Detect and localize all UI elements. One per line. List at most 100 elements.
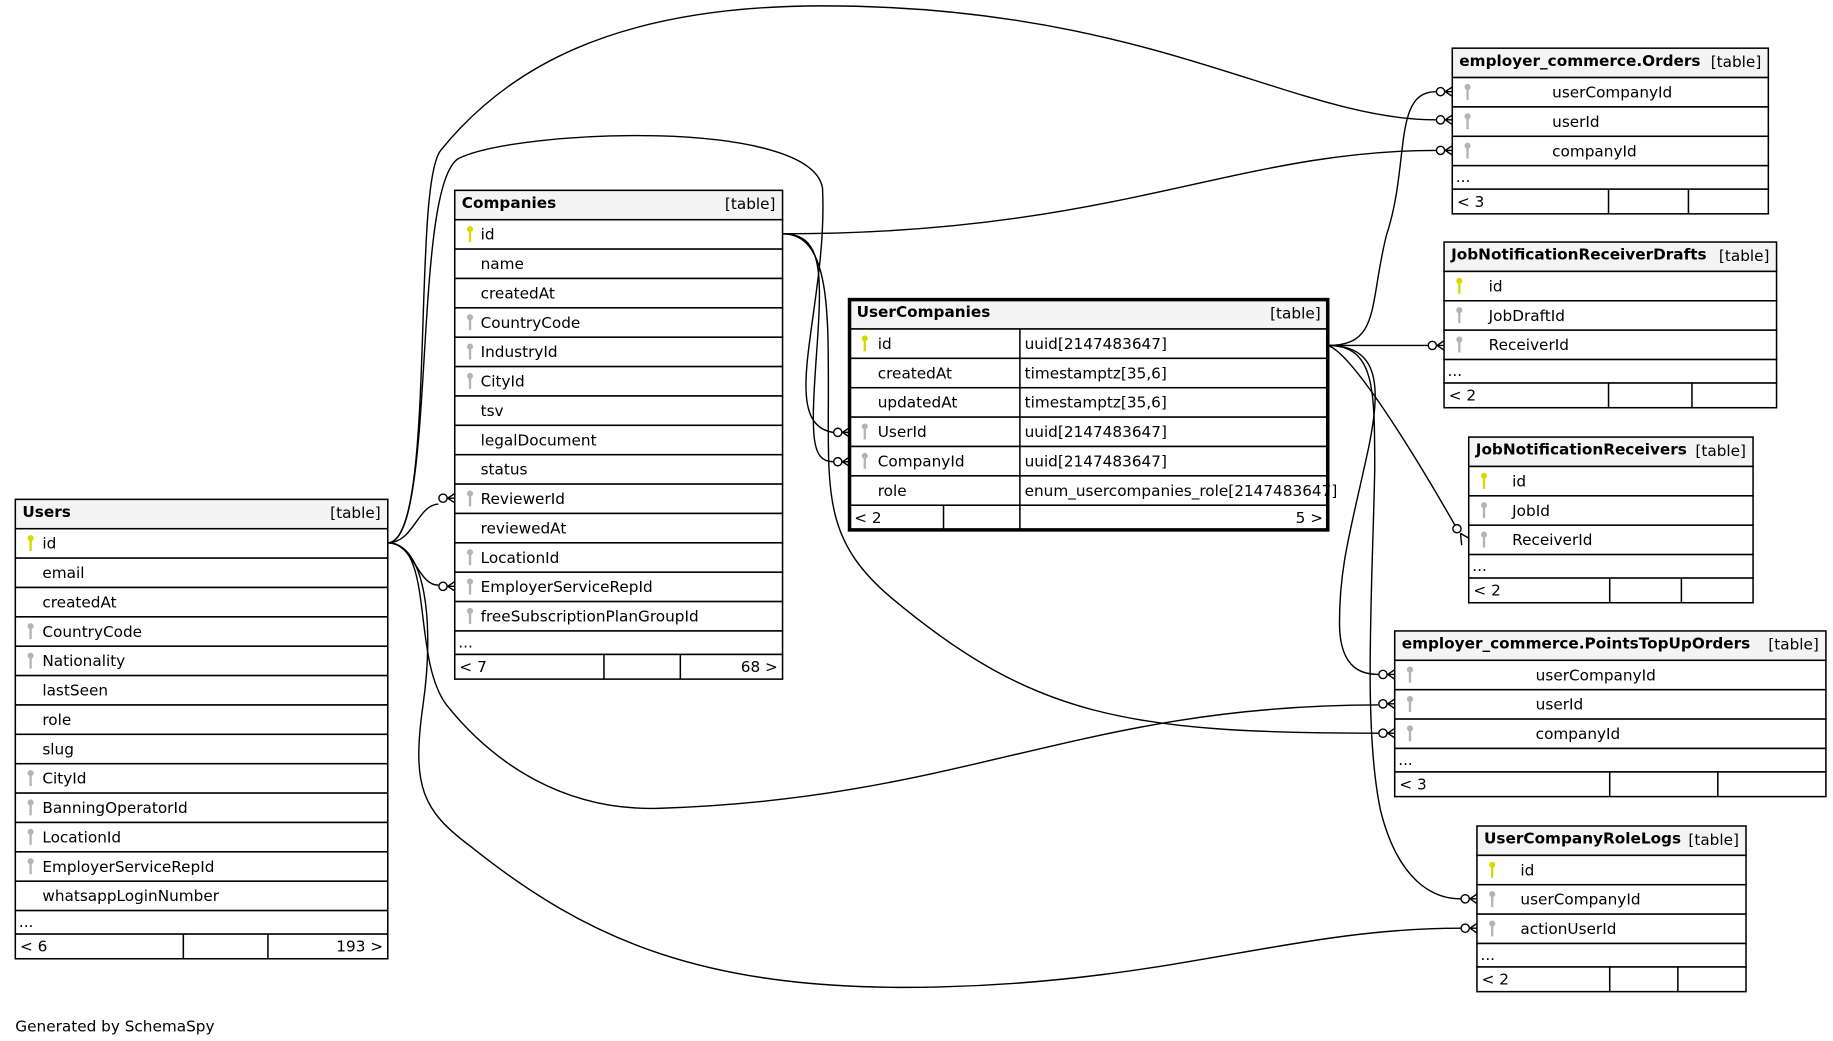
table-name[interactable]: JobNotificationReceiverDrafts — [1450, 246, 1707, 264]
parent-count[interactable]: < 2 — [854, 509, 881, 527]
column-row[interactable]: status — [453, 453, 784, 485]
column-row[interactable]: createdAt — [453, 277, 784, 309]
table-name[interactable]: JobNotificationReceivers — [1475, 441, 1687, 459]
table-footer — [1476, 966, 1747, 993]
column-row[interactable]: freeSubscriptionPlanGroupId — [453, 600, 784, 632]
column-row[interactable]: companyId — [1451, 135, 1770, 167]
table-name[interactable]: UserCompanyRoleLogs — [1484, 830, 1681, 848]
column-row[interactable]: name — [453, 248, 784, 280]
column-name: createdAt — [42, 593, 116, 611]
parent-count[interactable]: < 2 — [1473, 582, 1500, 600]
column-row[interactable]: IndustryId — [453, 336, 784, 368]
table-users[interactable]: Users[table]idemailcreatedAtCountryCodeN… — [14, 498, 389, 960]
column-row[interactable]: Nationality — [14, 645, 389, 677]
more-columns-row[interactable] — [14, 909, 389, 935]
column-row[interactable]: id — [453, 218, 784, 250]
parent-count[interactable]: < 2 — [1482, 971, 1509, 989]
column-row[interactable]: LocationId — [14, 821, 389, 853]
column-row[interactable]: legalDocument — [453, 424, 784, 456]
column-row[interactable]: id — [1467, 465, 1754, 497]
column-row[interactable]: JobId — [1467, 495, 1754, 526]
tables: Users[table]idemailcreatedAtCountryCodeN… — [14, 47, 1827, 993]
column-row[interactable]: id — [1443, 270, 1778, 302]
more-columns-ellipsis: ... — [458, 633, 473, 651]
column-row[interactable]: ReceiverId — [1467, 524, 1754, 556]
more-columns-row[interactable] — [1393, 747, 1827, 773]
column-row[interactable]: whatsappLoginNumber — [14, 880, 389, 912]
primary-key-icon — [1456, 277, 1463, 294]
parent-count[interactable]: < 6 — [20, 938, 47, 956]
optional-circle-icon — [1452, 523, 1462, 534]
column-row[interactable]: lastSeen — [14, 674, 389, 706]
column-row[interactable]: userCompanyId — [1393, 659, 1827, 691]
parent-count[interactable]: < 3 — [1457, 193, 1484, 211]
more-columns-row[interactable] — [1476, 942, 1747, 968]
column-row[interactable]: email — [14, 557, 389, 589]
more-columns-row[interactable] — [1451, 164, 1770, 190]
more-columns-row[interactable] — [1467, 553, 1754, 579]
child-count[interactable]: 68 > — [741, 658, 778, 676]
parent-count[interactable]: < 3 — [1399, 776, 1426, 794]
more-columns-row[interactable] — [453, 630, 784, 656]
column-row[interactable]: userId — [1393, 688, 1827, 720]
column-name: actionUserId — [1520, 920, 1616, 938]
column-row[interactable]: ReceiverId — [1443, 329, 1778, 361]
column-row[interactable]: id — [14, 527, 389, 559]
table-employer-commerce-orders[interactable]: employer_commerce.Orders[table]userCompa… — [1451, 47, 1770, 215]
table-name[interactable]: employer_commerce.Orders — [1459, 52, 1700, 70]
foreign-key-icon — [466, 343, 474, 360]
column-row[interactable]: userCompanyId — [1451, 76, 1770, 108]
column-row[interactable]: CityId — [453, 365, 784, 397]
column-row[interactable]: LocationId — [453, 542, 784, 573]
column-row[interactable]: CountryCode — [14, 616, 389, 647]
table-name[interactable]: Companies — [462, 194, 556, 212]
relationship-line — [782, 233, 1396, 739]
more-columns-ellipsis: ... — [1456, 168, 1471, 186]
column-row[interactable]: BanningOperatorId — [14, 792, 389, 824]
column-row[interactable]: actionUserId — [1476, 913, 1747, 945]
table-jobnotificationreceivers[interactable]: JobNotificationReceivers[table]idJobIdRe… — [1467, 436, 1754, 604]
column-row[interactable]: CountryCode — [453, 307, 784, 338]
column-row[interactable]: EmployerServiceRepId — [14, 851, 389, 882]
table-name[interactable]: UserCompanies — [857, 303, 991, 321]
table-usercompanyrolelogs[interactable]: UserCompanyRoleLogs[table]iduserCompanyI… — [1476, 825, 1747, 993]
column-row[interactable]: CityId — [14, 762, 389, 794]
parent-count[interactable]: < 2 — [1449, 387, 1476, 405]
table-employer-commerce-pointstopuporders[interactable]: employer_commerce.PointsTopUpOrders [tabl… — [1393, 630, 1827, 798]
more-columns-row[interactable] — [1443, 358, 1778, 384]
column-row[interactable]: reviewedAt — [453, 512, 784, 544]
column-row[interactable]: id — [1476, 854, 1747, 886]
table-jobnotificationreceiverdrafts[interactable]: JobNotificationReceiverDrafts[table]idJo… — [1443, 241, 1778, 409]
column-name: BanningOperatorId — [42, 799, 187, 817]
table-name[interactable]: employer_commerce.PointsTopUpOrders — [1402, 635, 1751, 653]
column-row[interactable]: userId — [1451, 106, 1770, 138]
column-row[interactable]: JobDraftId — [1443, 300, 1778, 331]
column-name: IndustryId — [481, 343, 558, 361]
foreign-key-icon — [466, 607, 474, 624]
child-count[interactable]: 193 > — [336, 938, 383, 956]
table-type-label: [table] — [1768, 636, 1819, 654]
column-row[interactable]: EmployerServiceRepId — [453, 571, 784, 603]
table-companies[interactable]: Companies[table]idnamecreatedAtCountryCo… — [453, 189, 784, 680]
child-count[interactable]: 5 > — [1296, 509, 1323, 527]
column-row[interactable]: slug — [14, 733, 389, 765]
column-row[interactable]: companyId — [1393, 718, 1827, 750]
column-row[interactable]: ReviewerId — [453, 483, 784, 515]
more-columns-ellipsis: ... — [1398, 751, 1413, 769]
table-name[interactable]: Users — [22, 503, 70, 521]
relationship-line — [782, 145, 1453, 235]
parent-count[interactable]: < 7 — [459, 658, 486, 676]
column-row[interactable]: userCompanyId — [1476, 883, 1747, 915]
foreign-key-icon — [1464, 142, 1471, 159]
column-row[interactable]: role — [14, 704, 389, 736]
column-row[interactable]: tsv — [453, 395, 784, 427]
column-row[interactable]: createdAt — [14, 586, 389, 618]
relationship-line — [387, 542, 456, 592]
